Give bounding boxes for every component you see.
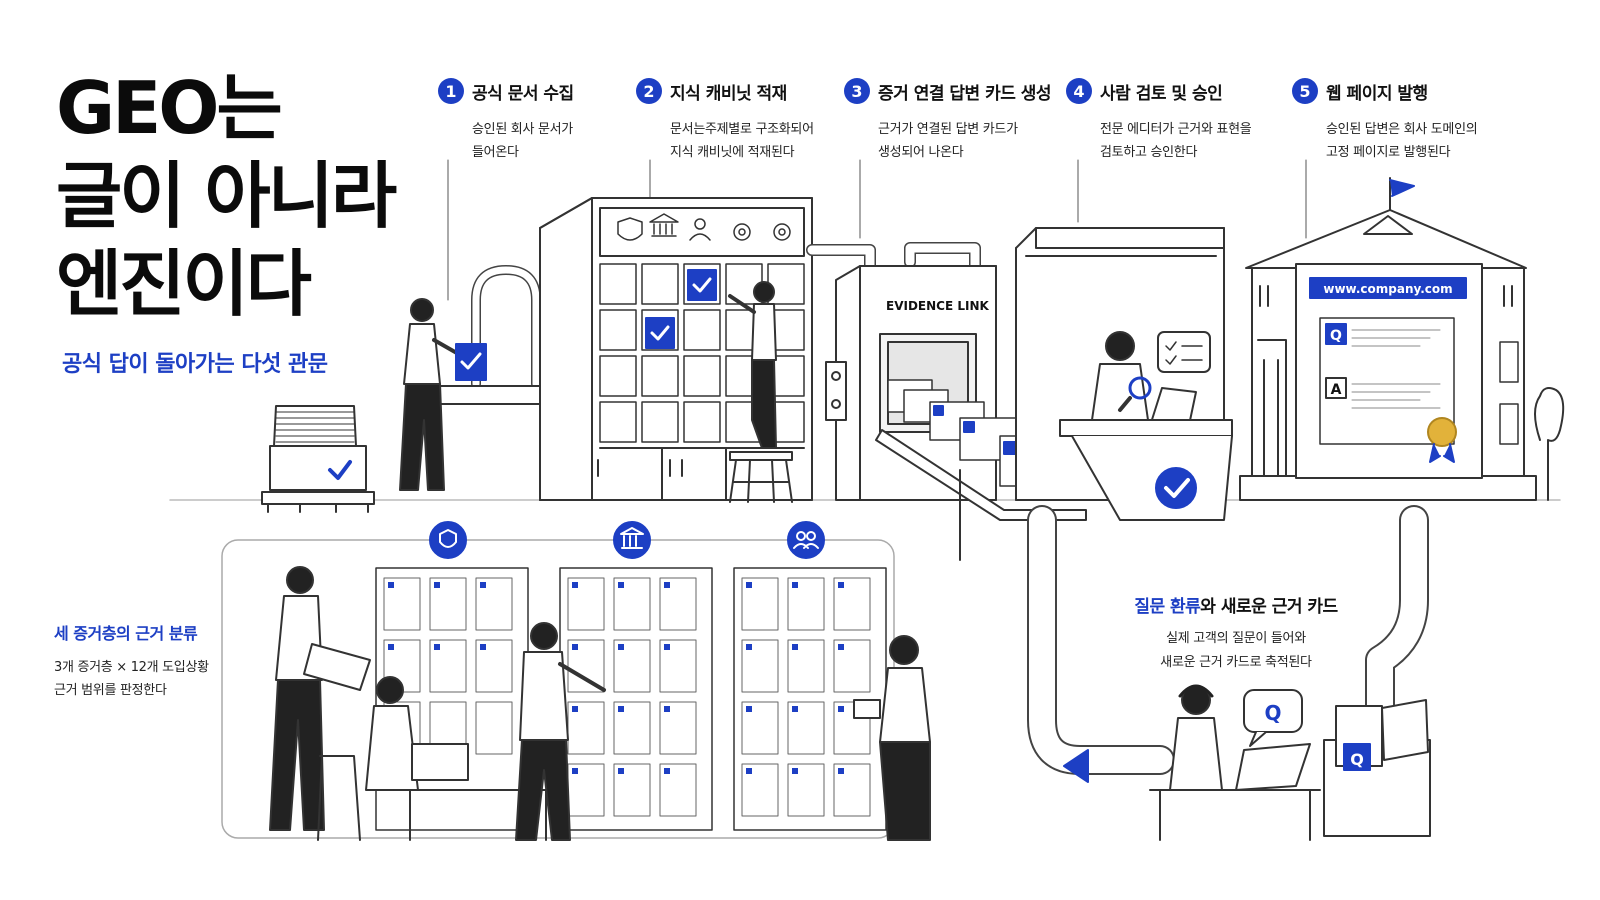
evidence-title: 세 증거층의 근거 분류 — [54, 624, 198, 643]
q-badge: Q — [1330, 328, 1342, 344]
step-3-number: 3 — [844, 78, 870, 104]
document-stack — [261, 405, 375, 513]
step-4-description: 전문 에디터가 근거와 표현을 검토하고 승인한다 — [1100, 118, 1296, 164]
worker-1 — [399, 298, 487, 491]
feedback-loop-title: 질문 환류와 새로운 근거 카드 — [1106, 592, 1366, 617]
step-1-number: 1 — [438, 78, 464, 104]
company-url: www.company.com — [1323, 282, 1452, 296]
step-4-desc-line-1: 전문 에디터가 근거와 표현을 — [1100, 122, 1252, 137]
feedback-loop-description: 실제 고객의 질문이 들어와 새로운 근거 카드로 축적된다 — [1106, 627, 1366, 675]
feedback-loop-title-rest: 와 새로운 근거 카드 — [1200, 597, 1338, 617]
step-2-desc-line-1: 문서는주제별로 구조화되어 — [670, 122, 814, 137]
page-subtitle: 공식 답이 돌아가는 다섯 관문 — [62, 352, 328, 377]
step-5-desc-line-1: 승인된 답변은 회사 도메인의 — [1326, 122, 1478, 137]
evidence-desc-line-2: 근거 범위를 판정한다 — [54, 683, 167, 698]
company-building — [1239, 177, 1565, 501]
page-title: GEO는 글이 아니라 엔진이다 — [56, 64, 456, 328]
step-5-number: 5 — [1292, 78, 1318, 104]
evidence-desc-line-1: 3개 증거층 × 12개 도입상황 — [54, 660, 209, 675]
step-2: 2 지식 캐비닛 적재 문서는주제별로 구조화되어 지식 캐비닛에 적재된다 — [636, 78, 866, 164]
step-3-desc-line-2: 생성되어 나온다 — [878, 145, 964, 160]
step-4-title: 사람 검토 및 승인 — [1100, 83, 1223, 104]
evidence-link-label: EVIDENCE LINK — [886, 299, 989, 313]
step-2-number: 2 — [636, 78, 662, 104]
step-5-title: 웹 페이지 발행 — [1326, 83, 1428, 104]
title-line-1: GEO는 — [56, 66, 283, 150]
step-2-description: 문서는주제별로 구조화되어 지식 캐비닛에 적재된다 — [670, 118, 866, 164]
step-4-number: 4 — [1066, 78, 1092, 104]
return-pipe — [1027, 505, 1431, 837]
worker-2 — [728, 281, 793, 503]
step-5-desc-line-2: 고정 페이지로 발행된다 — [1326, 145, 1451, 160]
step-1-desc-line-2: 들어온다 — [472, 145, 519, 160]
step-3-description: 근거가 연결된 답변 카드가 생성되어 나온다 — [878, 118, 1074, 164]
step-1-desc-line-1: 승인된 회사 문서가 — [472, 122, 573, 137]
step-2-desc-line-2: 지식 캐비닛에 적재된다 — [670, 145, 795, 160]
evidence-description: 3개 증거층 × 12개 도입상황 근거 범위를 판정한다 — [54, 656, 209, 702]
title-line-3: 엔진이다 — [56, 242, 312, 326]
step-1-title: 공식 문서 수집 — [472, 83, 574, 104]
knowledge-cabinet — [539, 197, 813, 501]
step-3-desc-line-1: 근거가 연결된 답변 카드가 — [878, 122, 1018, 137]
step-3-title: 증거 연결 답변 카드 생성 — [878, 83, 1052, 104]
evidence-room — [221, 521, 931, 841]
evidence-label: 세 증거층의 근거 분류 3개 증거층 × 12개 도입상황 근거 범위를 판정… — [54, 620, 209, 702]
step-5-description: 승인된 답변은 회사 도메인의 고정 페이지로 발행된다 — [1326, 118, 1522, 164]
step-2-title: 지식 캐비닛 적재 — [670, 83, 787, 104]
q-bubble: Q — [1264, 701, 1281, 725]
step-3: 3 증거 연결 답변 카드 생성 근거가 연결된 답변 카드가 생성되어 나온다 — [844, 78, 1074, 164]
title-line-2: 글이 아니라 — [56, 154, 397, 238]
step-5: 5 웹 페이지 발행 승인된 답변은 회사 도메인의 고정 페이지로 발행된다 — [1292, 78, 1522, 164]
q-card-badge: Q — [1350, 750, 1364, 769]
step-4: 4 사람 검토 및 승인 전문 에디터가 근거와 표현을 검토하고 승인한다 — [1066, 78, 1296, 164]
a-badge: A — [1331, 382, 1342, 398]
feedback-loop-label: 질문 환류와 새로운 근거 카드 실제 고객의 질문이 들어와 새로운 근거 카… — [1106, 592, 1366, 675]
feedback-desc-line-2: 새로운 근거 카드로 축적된다 — [1160, 655, 1312, 670]
step-4-desc-line-2: 검토하고 승인한다 — [1100, 145, 1198, 160]
step-1: 1 공식 문서 수집 승인된 회사 문서가 들어온다 — [438, 78, 668, 164]
support-agent — [1149, 684, 1321, 841]
feedback-desc-line-1: 실제 고객의 질문이 들어와 — [1166, 631, 1306, 646]
step-1-description: 승인된 회사 문서가 들어온다 — [472, 118, 668, 164]
card-conveyor — [875, 379, 1087, 561]
review-booth — [1015, 227, 1233, 521]
feedback-loop-highlight: 질문 환류 — [1134, 597, 1201, 617]
